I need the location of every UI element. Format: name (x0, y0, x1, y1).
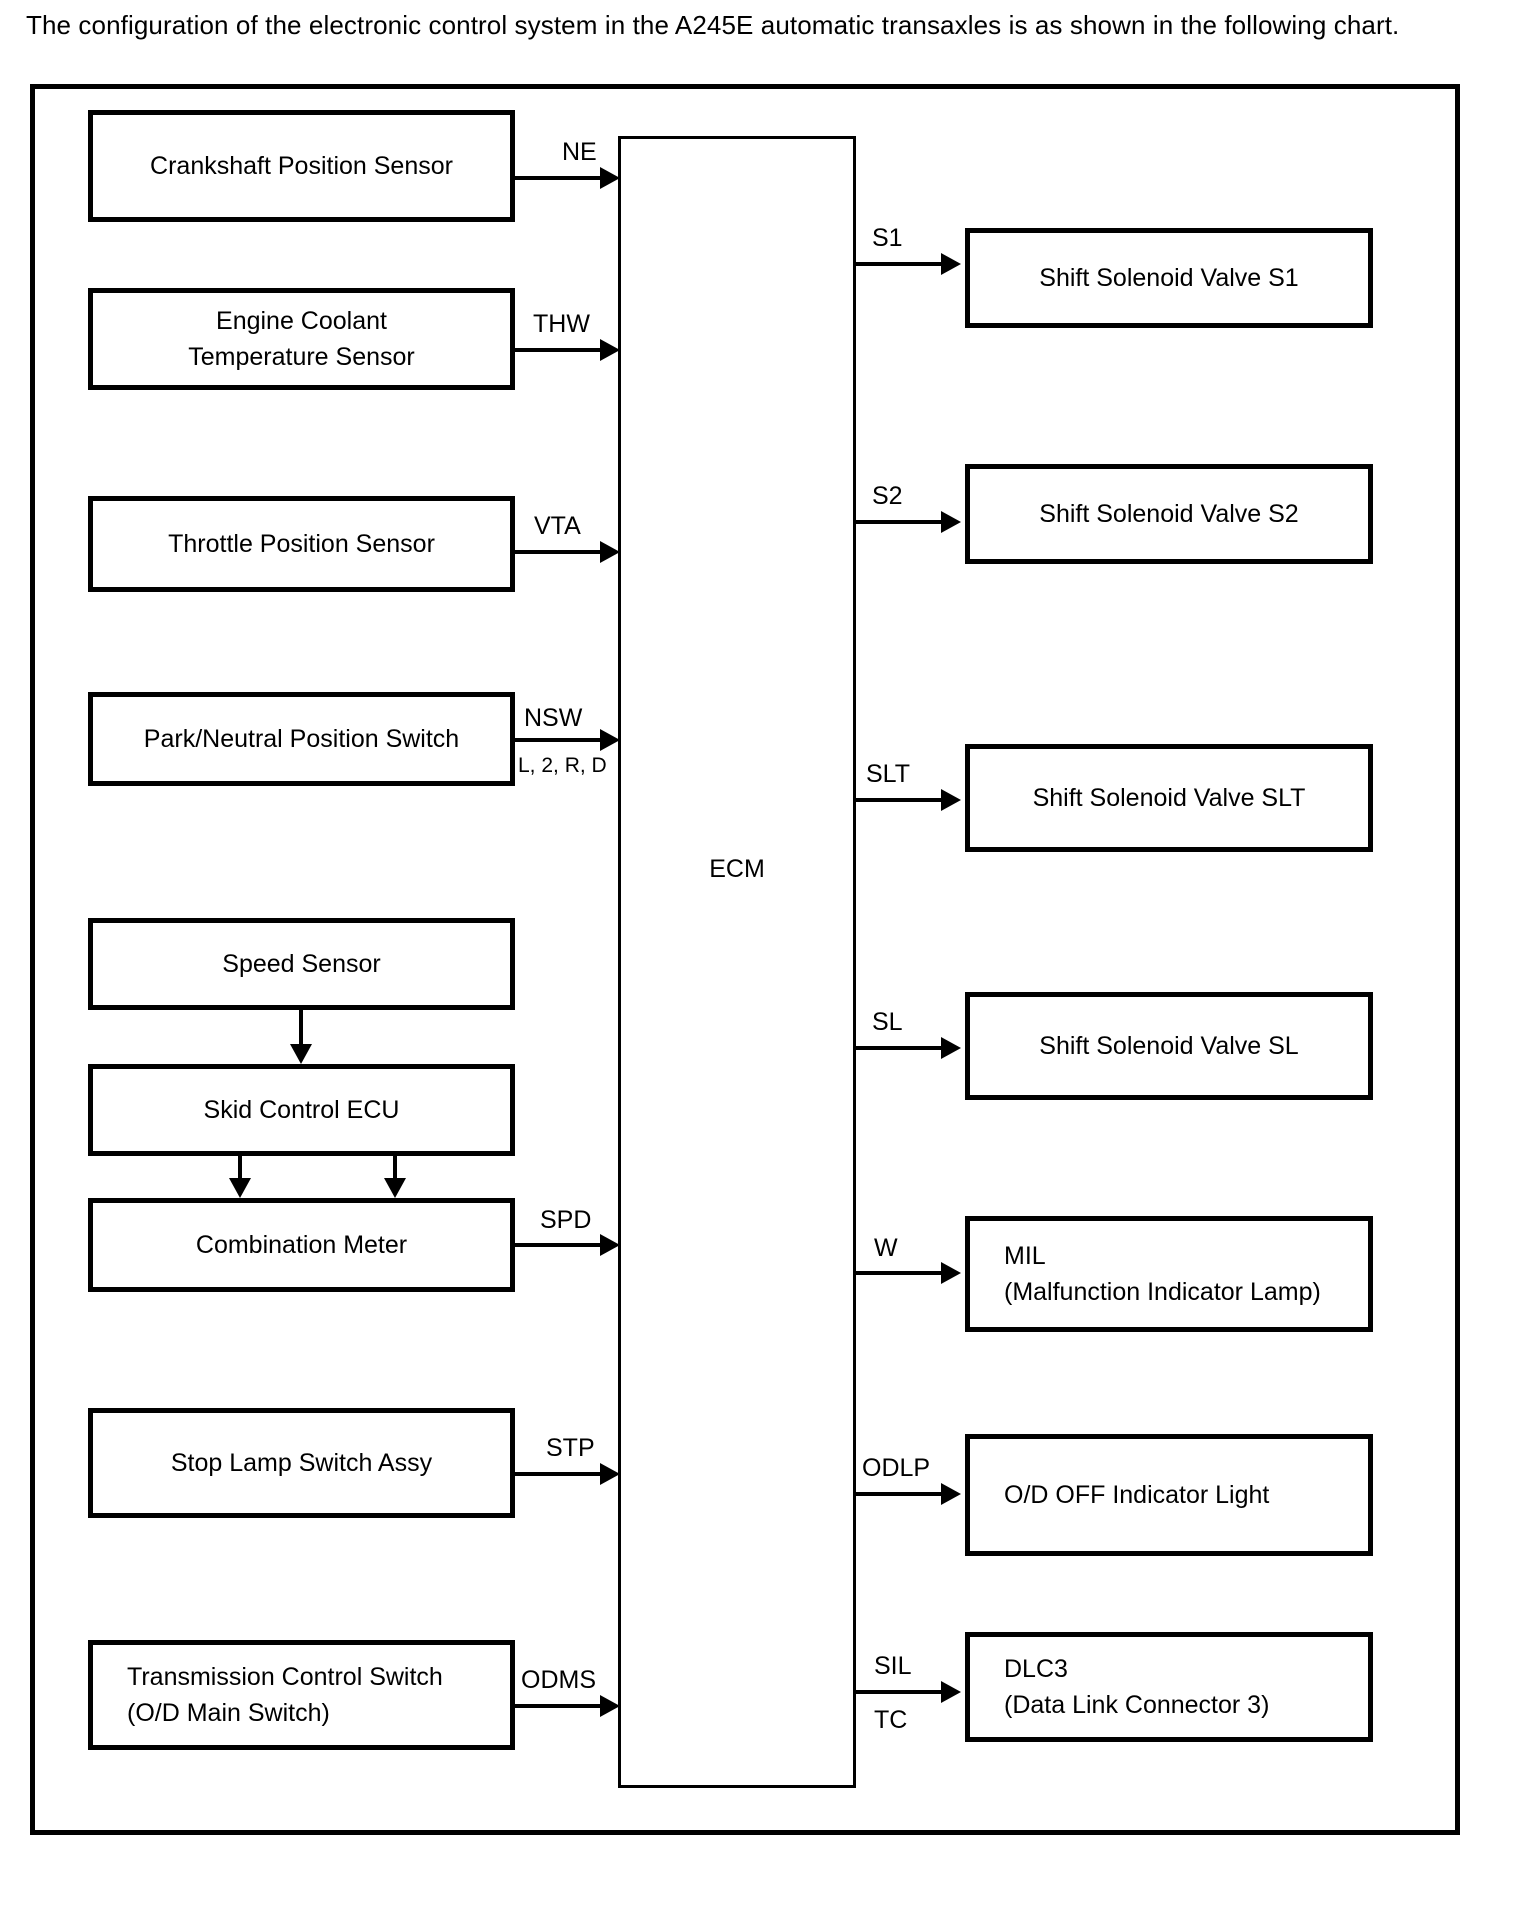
connector-line-odms (515, 1704, 604, 1708)
box-label: Shift Solenoid Valve SLT (1032, 784, 1306, 812)
connector-line-s1 (856, 262, 945, 266)
connector-line-skid-to-meter-right (393, 1156, 397, 1180)
arrowhead-ne (600, 167, 620, 189)
connector-line-odlp (856, 1492, 945, 1496)
box-label: Stop Lamp Switch Assy (170, 1449, 433, 1477)
arrowhead-vta (600, 541, 620, 563)
signal-label-odms: ODMS (521, 1666, 596, 1694)
arrowhead-spd (600, 1234, 620, 1256)
signal-label-ne: NE (562, 138, 597, 166)
box-label: Skid Control ECU (203, 1096, 400, 1124)
arrowhead-skid-to-meter-left (229, 1178, 251, 1198)
connector-line-thw (515, 348, 604, 352)
signal-sublabel-tc: TC (874, 1706, 908, 1734)
box-label: Park/Neutral Position Switch (143, 725, 460, 753)
signal-label-thw: THW (533, 310, 590, 338)
box-label-line2: (Data Link Connector 3) (1004, 1691, 1270, 1719)
connector-line-sil (856, 1690, 945, 1694)
signal-sublabel-nsw: L, 2, R, D (518, 754, 607, 777)
signal-label-odlp: ODLP (862, 1454, 931, 1482)
box-label-line2: Temperature Sensor (188, 343, 415, 371)
arrowhead-sl (941, 1037, 961, 1059)
output-box-shift-solenoid-valve-s1[interactable]: Shift Solenoid Valve S1 (965, 228, 1373, 328)
connector-line-nsw (515, 738, 604, 742)
arrowhead-s2 (941, 511, 961, 533)
signal-label-slt: SLT (866, 760, 910, 788)
connector-line-s2 (856, 520, 945, 524)
diagram-frame (30, 84, 1460, 1835)
connector-line-w (856, 1271, 945, 1275)
box-label-line2: (O/D Main Switch) (127, 1699, 330, 1727)
connector-line-vta (515, 550, 604, 554)
output-box-shift-solenoid-valve-sl[interactable]: Shift Solenoid Valve SL (965, 992, 1373, 1100)
output-box-mil[interactable]: MIL (Malfunction Indicator Lamp) (965, 1216, 1373, 1332)
box-label-line1: MIL (1004, 1242, 1046, 1270)
page-caption: The configuration of the electronic cont… (26, 10, 1400, 40)
signal-label-nsw: NSW (524, 704, 583, 732)
input-box-crankshaft-position-sensor[interactable]: Crankshaft Position Sensor (88, 110, 515, 222)
input-box-engine-coolant-temperature-sensor[interactable]: Engine Coolant Temperature Sensor (88, 288, 515, 390)
connector-line-speed-to-skid (299, 1010, 303, 1046)
box-label: O/D OFF Indicator Light (1004, 1481, 1270, 1509)
input-box-transmission-control-switch[interactable]: Transmission Control Switch (O/D Main Sw… (88, 1640, 515, 1750)
signal-label-s1: S1 (872, 224, 903, 252)
box-label-line1: DLC3 (1004, 1655, 1068, 1683)
connector-line-sl (856, 1046, 945, 1050)
input-box-skid-control-ecu[interactable]: Skid Control ECU (88, 1064, 515, 1156)
arrowhead-w (941, 1262, 961, 1284)
connector-line-slt (856, 798, 945, 802)
input-box-park-neutral-position-switch[interactable]: Park/Neutral Position Switch (88, 692, 515, 786)
input-box-stop-lamp-switch-assy[interactable]: Stop Lamp Switch Assy (88, 1408, 515, 1518)
arrowhead-nsw (600, 729, 620, 751)
box-label-line1: Transmission Control Switch (127, 1663, 443, 1691)
arrowhead-stp (600, 1463, 620, 1485)
signal-label-spd: SPD (540, 1206, 592, 1234)
signal-label-stp: STP (546, 1434, 595, 1462)
signal-label-vta: VTA (534, 512, 581, 540)
output-box-shift-solenoid-valve-slt[interactable]: Shift Solenoid Valve SLT (965, 744, 1373, 852)
box-label: Shift Solenoid Valve S1 (1039, 264, 1299, 292)
arrowhead-thw (600, 339, 620, 361)
input-box-speed-sensor[interactable]: Speed Sensor (88, 918, 515, 1010)
arrowhead-sil (941, 1681, 961, 1703)
connector-line-ne (515, 176, 604, 180)
connector-line-spd (515, 1243, 604, 1247)
arrowhead-odms (600, 1695, 620, 1717)
output-box-dlc3[interactable]: DLC3 (Data Link Connector 3) (965, 1632, 1373, 1742)
box-label: Throttle Position Sensor (168, 530, 435, 558)
box-label: Combination Meter (195, 1231, 408, 1259)
box-label-line1: Engine Coolant (216, 307, 387, 335)
box-label: Speed Sensor (222, 950, 381, 978)
signal-label-sl: SL (872, 1008, 903, 1036)
box-label: Shift Solenoid Valve S2 (1039, 500, 1299, 528)
arrowhead-s1 (941, 253, 961, 275)
input-box-combination-meter[interactable]: Combination Meter (88, 1198, 515, 1292)
arrowhead-slt (941, 789, 961, 811)
arrowhead-speed-to-skid (290, 1044, 312, 1064)
connector-line-skid-to-meter-left (238, 1156, 242, 1180)
arrowhead-skid-to-meter-right (384, 1178, 406, 1198)
output-box-od-off-indicator-light[interactable]: O/D OFF Indicator Light (965, 1434, 1373, 1556)
ecm-label: ECM (709, 855, 765, 883)
signal-label-w: W (874, 1234, 898, 1262)
ecm-box[interactable] (618, 136, 856, 1788)
arrowhead-odlp (941, 1483, 961, 1505)
signal-label-s2: S2 (872, 482, 903, 510)
output-box-shift-solenoid-valve-s2[interactable]: Shift Solenoid Valve S2 (965, 464, 1373, 564)
input-box-throttle-position-sensor[interactable]: Throttle Position Sensor (88, 496, 515, 592)
signal-label-sil: SIL (874, 1652, 912, 1680)
connector-line-stp (515, 1472, 604, 1476)
box-label: Crankshaft Position Sensor (150, 152, 453, 180)
box-label: Shift Solenoid Valve SL (1039, 1032, 1299, 1060)
box-label-line2: (Malfunction Indicator Lamp) (1004, 1278, 1321, 1306)
